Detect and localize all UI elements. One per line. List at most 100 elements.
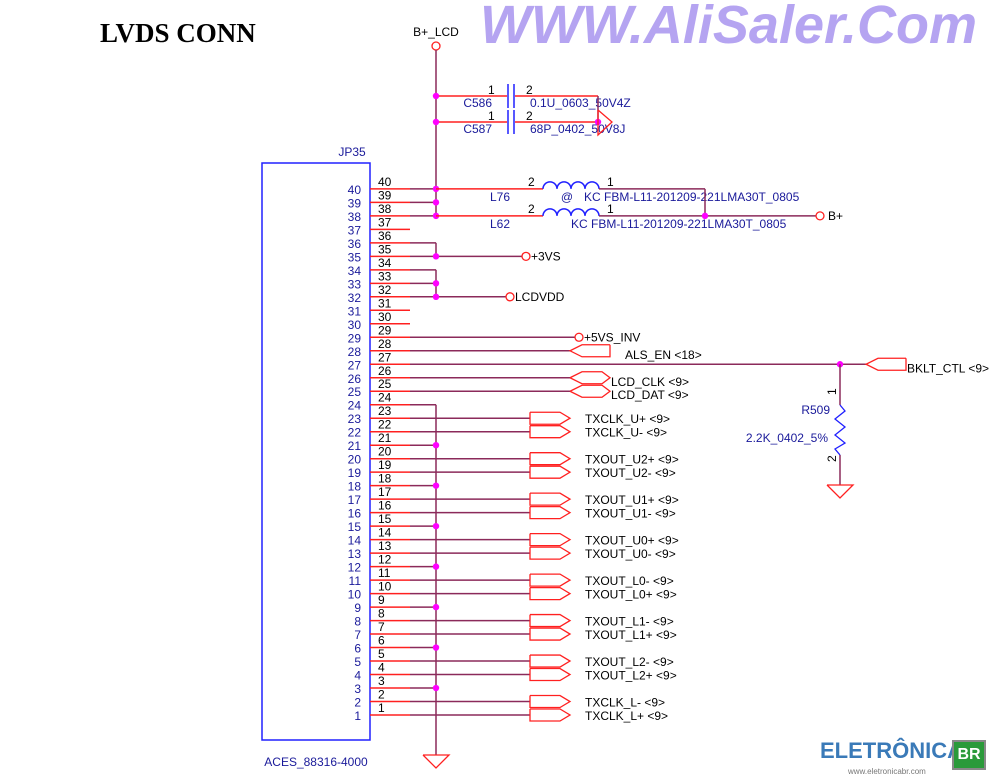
- pin-number: 36: [348, 237, 362, 251]
- bklt-ctl-port: [864, 357, 907, 371]
- ground-icon: [597, 109, 613, 137]
- pin-number: 35: [348, 250, 362, 264]
- pin-number: 22: [348, 426, 362, 440]
- cap-pin2: 2: [526, 83, 533, 97]
- pin-number: 1: [354, 709, 361, 723]
- pin-number: 23: [348, 412, 362, 426]
- pin-number: 20: [348, 453, 362, 467]
- lvds-output-port: [529, 627, 572, 641]
- pin-wire-number: 7: [378, 620, 385, 634]
- pin-number: 16: [348, 507, 362, 521]
- junction-dot: [432, 684, 440, 692]
- lvds-signal-label: TXCLK_L- <9>: [585, 696, 665, 710]
- pin-wire-number: 5: [378, 647, 385, 661]
- inductor-coil: [542, 208, 600, 216]
- connector-ref: JP35: [338, 145, 366, 159]
- pin-number: 12: [348, 561, 362, 575]
- pin-wire-number: 12: [378, 553, 392, 567]
- lvds-signal-label: TXOUT_U1- <9>: [585, 507, 676, 521]
- ground-icon: [826, 484, 855, 499]
- ground-icon: [422, 754, 451, 769]
- lvds-signal-label: TXOUT_L2+ <9>: [585, 669, 677, 683]
- pin-wire-number: 38: [378, 202, 392, 216]
- cap-pin2: 2: [526, 109, 533, 123]
- pin-number: 29: [348, 331, 362, 345]
- lvds-signal-label: TXCLK_U+ <9>: [585, 412, 670, 426]
- pin-wire-number: 24: [378, 391, 392, 405]
- junction-dot: [432, 199, 440, 206]
- lvds-signal-label: TXOUT_L1+ <9>: [585, 628, 677, 642]
- resistor-pin2: 2: [825, 455, 839, 462]
- pin-wire-number: 4: [378, 661, 385, 675]
- lvds-output-port: [529, 708, 572, 722]
- lvds-output-port: [529, 532, 572, 547]
- lvds-output-port: [529, 694, 572, 709]
- lvds-output-port: [529, 586, 572, 601]
- lvds-output-port: [529, 573, 572, 587]
- lvds-output-port: [529, 492, 572, 506]
- lcd-dat-label: LCD_DAT <9>: [611, 388, 689, 402]
- logo-text: ELETRÔNICA: [820, 738, 963, 763]
- schematic-title: LVDS CONN: [100, 18, 256, 48]
- pin-wire-number: 6: [378, 634, 385, 648]
- cap-ref: C586: [463, 96, 492, 110]
- lcd-dat-port: [569, 384, 612, 398]
- pin-wire-number: 33: [378, 269, 392, 283]
- lvds-signal-label: TXOUT_U0- <9>: [585, 547, 676, 561]
- lvds-output-port: [529, 667, 572, 682]
- pin-wire-number: 30: [378, 310, 392, 324]
- inductor-pin2: 2: [528, 175, 535, 189]
- pin-number: 11: [349, 574, 362, 588]
- pin-number: 28: [348, 345, 362, 359]
- lvds-signal-label: TXCLK_L+ <9>: [585, 709, 668, 723]
- pin-wire-number: 15: [378, 512, 392, 526]
- inductor-ref: L76: [490, 190, 510, 204]
- pin-number: 32: [348, 291, 362, 305]
- pin-number: 18: [348, 480, 362, 494]
- lvds-output-port: [529, 465, 572, 479]
- junction-dot: [432, 563, 440, 570]
- b-lcd-port-icon: [431, 41, 441, 51]
- pin-wire-number: 16: [378, 499, 392, 513]
- pin-wire-number: 13: [378, 539, 392, 553]
- lvds-signal-label: TXOUT_L0- <9>: [585, 574, 674, 588]
- pin-wire-number: 9: [378, 593, 385, 607]
- 3vs-label: +3VS: [531, 249, 561, 263]
- pin-number: 13: [348, 547, 362, 561]
- resistor-zigzag: [833, 404, 847, 456]
- pin-number: 14: [348, 534, 362, 548]
- pin-wire-number: 11: [378, 566, 391, 580]
- lvds-signal-label: TXOUT_U0+ <9>: [585, 534, 679, 548]
- pin-wire-number: 40: [378, 175, 392, 189]
- logo-badge: BR: [952, 740, 986, 770]
- junction-dot: [432, 92, 440, 100]
- lvds-signal-label: TXCLK_U- <9>: [585, 426, 667, 440]
- junction-dot: [432, 293, 440, 301]
- pin-number: 5: [354, 655, 361, 669]
- lvds-output-port: [529, 425, 572, 439]
- pin-wire-number: 10: [378, 580, 392, 594]
- pin-wire-number: 34: [378, 256, 392, 270]
- pin-number: 17: [348, 493, 362, 507]
- watermark: WWW.AliSaler.Com: [480, 0, 978, 55]
- lvds-signal-label: TXOUT_L1- <9>: [585, 615, 674, 629]
- pin-wire-number: 1: [378, 701, 385, 715]
- 5vs-inv-port-icon: [574, 332, 584, 342]
- inductor-pin2: 2: [528, 202, 535, 216]
- junction-dot: [432, 442, 440, 449]
- lcd-clk-port: [569, 371, 612, 385]
- pin-wire-number: 23: [378, 404, 392, 418]
- als-en-port: [568, 344, 611, 358]
- cap-pin1: 1: [488, 83, 495, 97]
- pin-number: 2: [354, 696, 361, 710]
- pin-wire-number: 19: [378, 458, 392, 472]
- inductor-value: KC FBM-L11-201209-221LMA30T_0805: [584, 190, 800, 204]
- junction-dot: [432, 522, 440, 530]
- b-plus-port-icon: [815, 211, 825, 221]
- pin-wire-number: 31: [378, 296, 392, 310]
- bklt-ctl-label: BKLT_CTL <9>: [907, 361, 989, 375]
- junction-dot: [432, 644, 440, 651]
- pin-wire-number: 25: [378, 377, 392, 391]
- pin-number: 25: [348, 385, 362, 399]
